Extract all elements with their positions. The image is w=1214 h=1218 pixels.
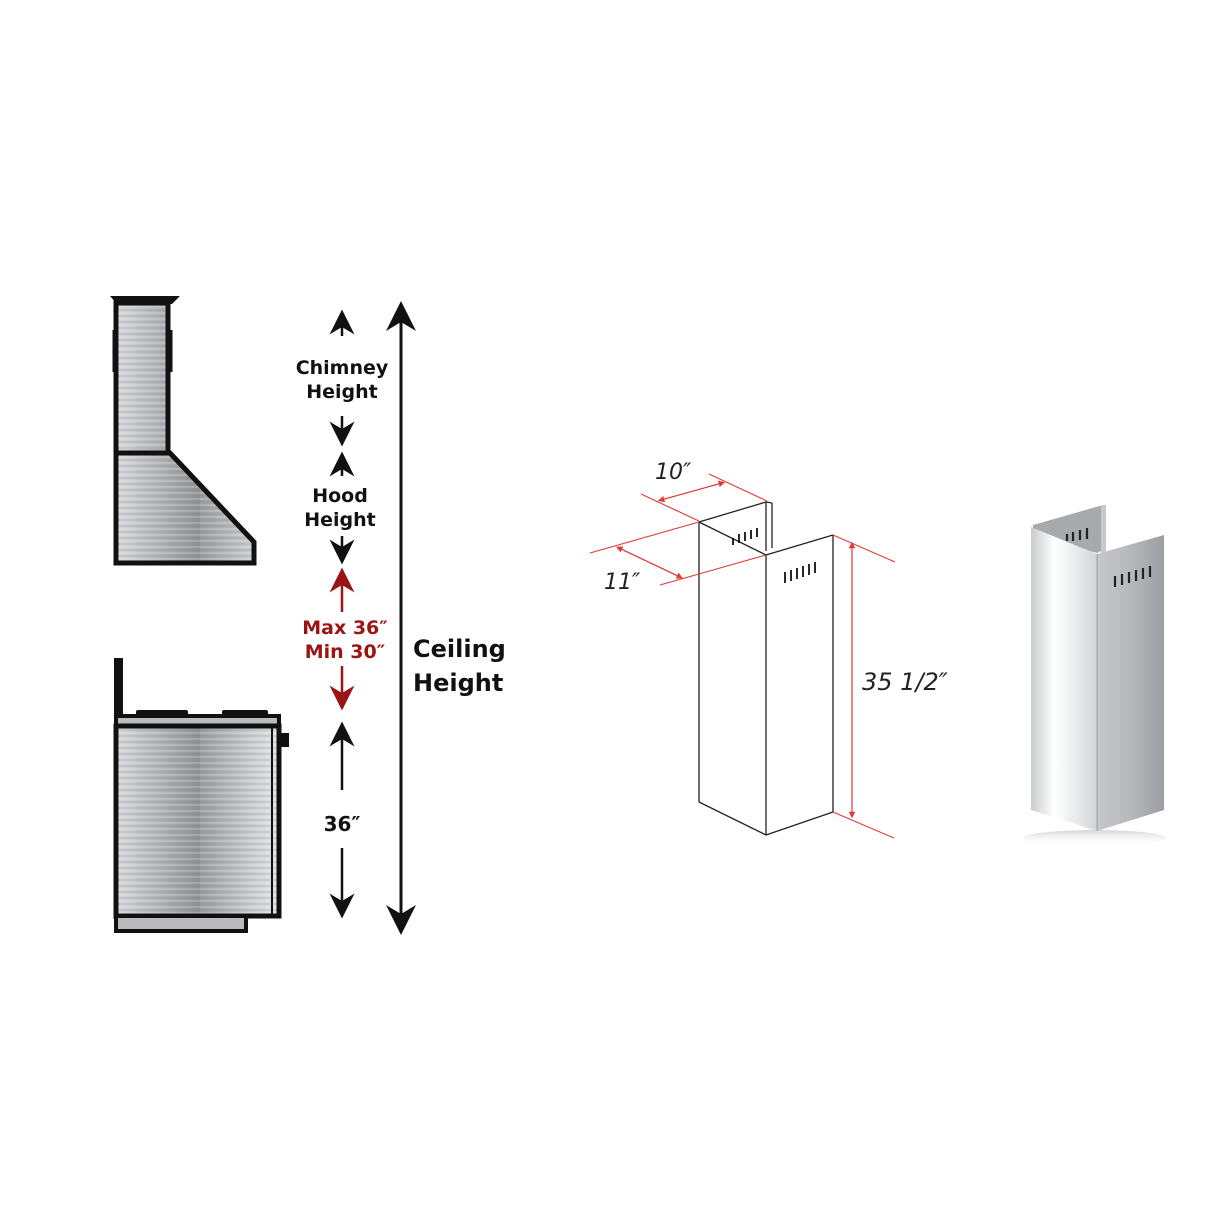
chimney-extension-product-photo [1023, 505, 1167, 846]
depth-dimension-label: 11″ [604, 570, 641, 595]
chimney-height-label-1: Chimney [296, 357, 389, 379]
hood-height-label-1: Hood [312, 485, 368, 507]
ceiling-height-label-1: Ceiling [413, 635, 506, 663]
ceiling-height-label-2: Height [413, 669, 503, 697]
clearance-dimension: Max 36″ Min 30″ [302, 567, 388, 711]
chimney-extension-dimensions [589, 473, 896, 839]
chimney-height-label-2: Height [306, 381, 378, 403]
clearance-min-label: Min 30″ [305, 641, 386, 663]
ceiling-height-dimension: Ceiling Height [386, 301, 506, 935]
hood-height-dimension: Hood Height [304, 451, 376, 565]
counter-height-label: 36″ [324, 812, 361, 836]
range-stove-illustration [113, 658, 289, 933]
counter-height-dimension: 36″ [324, 721, 361, 919]
width-dimension-label: 10″ [655, 460, 692, 485]
hood-height-label-2: Height [304, 509, 376, 531]
range-hood-illustration [110, 296, 257, 566]
chimney-extension-line-drawing [698, 501, 834, 836]
chimney-height-dimension: Chimney Height [296, 309, 389, 447]
clearance-max-label: Max 36″ [302, 617, 388, 639]
height-dimension-label: 35 1/2″ [862, 668, 948, 696]
